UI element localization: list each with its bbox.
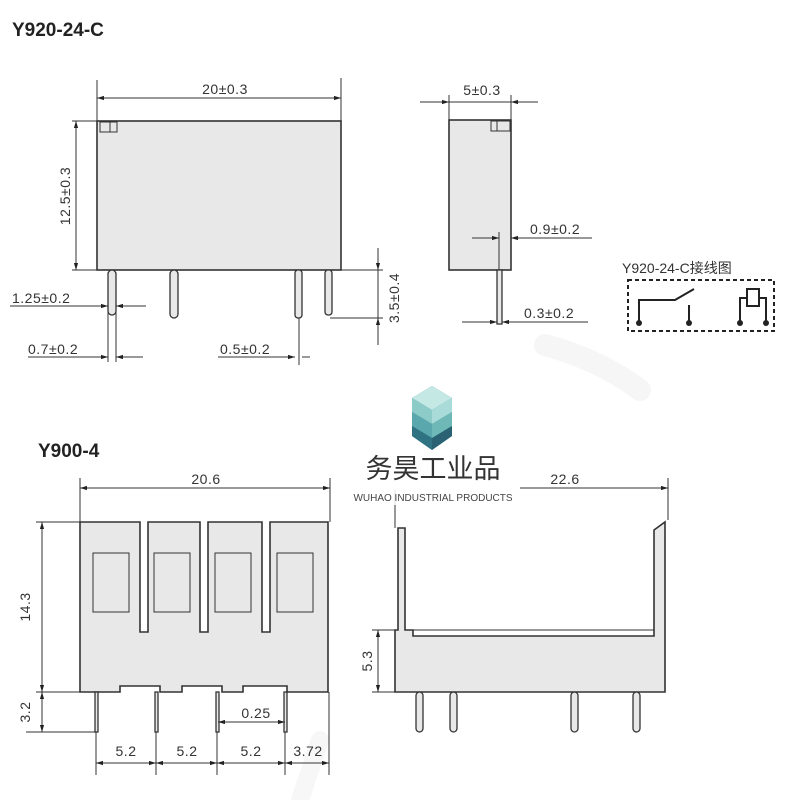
wiring-diagram: Y920-24-C接线图 [622, 260, 775, 332]
relay-pin-length-dim: 3.5±0.4 [386, 273, 402, 323]
wiring-diagram-frame [627, 279, 775, 332]
switch-contact-symbol [638, 288, 695, 322]
relay-body [96, 120, 342, 271]
relay-pin-thickness-dim: 0.5±0.2 [220, 341, 270, 357]
socket-height-dim: 14.3 [17, 592, 33, 621]
coil-symbol [739, 297, 767, 322]
wiring-diagram-title: Y920-24-C接线图 [622, 260, 732, 276]
socket-pin [215, 691, 220, 733]
relay-pin [324, 269, 333, 316]
socket-model-title: Y900-4 [38, 441, 100, 462]
socket-side-pin [570, 691, 579, 733]
socket-width-dim: 20.6 [191, 471, 220, 487]
relay-front-view: 20±0.3 12.5±0.3 1.25±0.2 0.7±0.2 0.5±0.2… [10, 78, 402, 365]
socket-body [79, 521, 329, 693]
relay-pin-width-dim: 0.7±0.2 [28, 341, 78, 357]
relay-model-title: Y920-24-C [12, 20, 104, 41]
socket-window [92, 552, 130, 613]
brand-logo-icon [412, 386, 452, 450]
relay-pin [169, 269, 179, 319]
relay-side-view: 5±0.3 0.9±0.2 0.3±0.2 [420, 82, 592, 325]
socket-window [276, 552, 314, 613]
socket-side-body [394, 520, 666, 693]
socket-pin [154, 691, 159, 733]
socket-pin-length-dim: 3.2 [17, 702, 33, 723]
socket-side-pin [632, 691, 641, 733]
relay-marker-square [99, 121, 118, 133]
socket-pitch-dim: 5.2 [241, 743, 262, 759]
socket-pitch-dim: 3.72 [293, 743, 322, 759]
socket-pin [94, 691, 99, 733]
socket-pin [283, 691, 288, 733]
relay-side-pin-offset-dim: 0.9±0.2 [530, 221, 580, 237]
relay-depth-dim: 5±0.3 [463, 82, 500, 98]
relay-side-pin-thickness-dim: 0.3±0.2 [524, 305, 574, 321]
relay-side-pin [496, 269, 503, 325]
socket-window [153, 552, 191, 613]
socket-front-view: 20.6 14.3 3.2 0.25 5.2 5.2 5.2 3.72 [17, 471, 331, 775]
socket-side-width-dim: 22.6 [550, 471, 579, 487]
brand-name-en: WUHAO INDUSTRIAL PRODUCTS [353, 493, 512, 504]
socket-base-height-dim: 5.3 [359, 651, 375, 672]
relay-pin [294, 269, 303, 319]
relay-side-body [448, 119, 512, 271]
socket-side-pin [415, 691, 424, 733]
relay-pin-offset-dim: 1.25±0.2 [12, 290, 70, 306]
relay-height-dim: 12.5±0.3 [57, 167, 73, 225]
socket-pitch-dim: 5.2 [116, 743, 137, 759]
socket-side-view: 22.6 5.3 [359, 471, 669, 733]
socket-pin-width-dim: 0.25 [241, 705, 270, 721]
relay-width-dim: 20±0.3 [202, 81, 248, 97]
relay-pin [107, 269, 117, 316]
brand-name-cn: 务昊工业品 [366, 454, 501, 484]
socket-window [214, 552, 252, 613]
socket-pitch-dim: 5.2 [177, 743, 198, 759]
brand-watermark: 务昊工业品 WUHAO INDUSTRIAL PRODUCTS [345, 386, 520, 505]
background-watermark-strokes [291, 334, 651, 800]
socket-side-pin [449, 691, 458, 733]
